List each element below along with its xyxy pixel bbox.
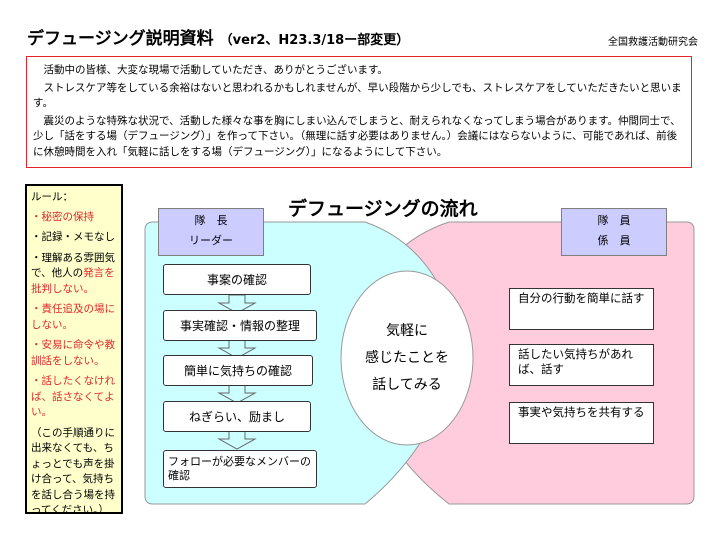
message-box: 活動中の皆様、大変な現場で活動していただき、ありがとうございます。 ストレスケア… [26,56,692,168]
rules-heading: ルール： [31,191,73,203]
center-text: 気軽に 感じたことを 話してみる [355,318,459,399]
rule-item: ・秘密の保持 [31,210,94,223]
step-box: 事案の確認 [163,264,311,295]
rule-item: ・理解ある雰囲気で、他人の発言を批判しない。 [31,251,117,298]
title-text: デフュージング説明資料 [27,29,214,49]
message-paragraph: 震災のような特殊な状況で、活動した様々な事を胸にしまい込んでしまうと、耐えられな… [33,114,681,158]
message-paragraph: 活動中の皆様、大変な現場で活動していただき、ありがとうございます。 [43,64,388,76]
center-line: 感じたことを [365,350,449,366]
member-action-box: 事実や気持ちを共有する [509,402,654,444]
down-arrow-icon [217,384,257,404]
down-arrow-icon [217,430,257,450]
flow-title: デフュージングの流れ [288,198,478,220]
message-paragraph: ストレスケア等をしている余裕はないと思われるかもしれませんが、早い段階から少しで… [33,81,682,110]
rule-item: ・安易に命令や教訓話をしない。 [31,339,115,367]
down-arrow-icon [217,294,257,314]
member-tag: 隊 員 係 員 [561,208,667,256]
rule-item-text: ・理解ある雰囲気で、他人の [31,251,115,280]
rule-item: ・話したくなければ、話さなくてよい。 [31,375,115,418]
leader-tag: 隊 長 リーダー [158,208,264,256]
leader-tag-line1: 隊 長 [194,214,228,227]
center-line: 話してみる [372,377,442,393]
rule-item: ・責任追及の場にしない。 [31,303,115,331]
rule-item-emphasis: 発言を批判しない。 [31,267,115,295]
leader-tag-line2: リーダー [189,234,233,247]
step-box: 簡単に気持ちの確認 [163,355,313,386]
rules-box: ルール： ・秘密の保持 ・記録・メモなし ・理解ある雰囲気で、他人の発言を批判し… [25,184,123,516]
down-arrow-icon [217,339,257,359]
organization-name: 全国救護活動研究会 [608,37,698,48]
member-action-box: 自分の行動を簡単に話す [509,288,654,330]
step-box: フォローが必要なメンバーの確認 [163,450,317,488]
center-line: 気軽に [386,323,428,339]
rule-item: ・記録・メモなし [31,231,115,243]
rules-note: （この手順通りに出来なくても、ちょっとでも声を掛け合って、気持ちを話し合う場を持… [31,426,115,517]
member-tag-line1: 隊 員 [597,214,631,227]
member-tag-line2: 係 員 [597,234,631,247]
page-title: デフュージング説明資料 （ver2、H23.3/18ー部変更） [27,24,409,49]
step-box: ねぎらい、励まし [163,401,311,432]
step-arrows [217,294,257,450]
center-circle [340,270,474,446]
member-action-box: 話したい気持ちがあれば、話す [509,344,654,386]
version-text: （ver2、H23.3/18ー部変更） [219,33,410,48]
step-box: 事実確認・情報の整理 [163,310,317,341]
